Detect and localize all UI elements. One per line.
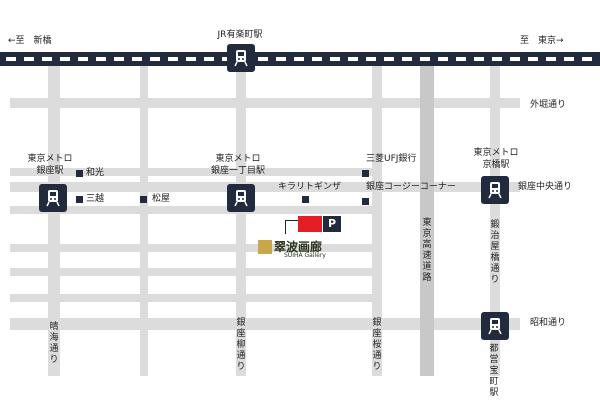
road-ginza-yanagi-label: 銀座柳通り xyxy=(236,318,246,372)
road-v2 xyxy=(140,66,148,376)
rail-dash xyxy=(564,57,574,61)
rail-dash xyxy=(366,57,376,61)
rail-dash xyxy=(78,57,88,61)
road-kajiyabashi-label: 鍛治屋橋通り xyxy=(490,220,500,285)
parking-leader-h xyxy=(285,220,299,221)
road-ginza-sakura-label: 銀座桜通り xyxy=(372,318,382,372)
rail-dash xyxy=(114,57,124,61)
rail-dash xyxy=(474,57,484,61)
rail-dash xyxy=(204,57,214,61)
gallery-logo xyxy=(258,240,272,254)
train-icon xyxy=(481,312,509,340)
rail-dash xyxy=(186,57,196,61)
landmark-mufg-marker xyxy=(362,170,369,177)
station-jr-yurakucho-label: JR有楽町駅 xyxy=(217,30,263,40)
rail-dash xyxy=(6,57,16,61)
rail-dash xyxy=(528,57,538,61)
road-upper-a xyxy=(10,168,375,176)
rail-dash xyxy=(456,57,466,61)
road-expressway-label: 東京高速道路 xyxy=(422,218,432,283)
road-sotobori xyxy=(10,98,520,108)
road-ginza-chuo-label: 銀座中央通り xyxy=(518,182,573,192)
road-d xyxy=(10,268,375,276)
road-ginza-sakura xyxy=(372,66,382,376)
rail-dash xyxy=(258,57,268,61)
rail-dash xyxy=(384,57,394,61)
road-e xyxy=(10,294,375,302)
station-kyobashi-label: 京橋駅 xyxy=(482,160,510,170)
parking-icon: P xyxy=(323,216,341,232)
parking-leader-v xyxy=(285,220,286,234)
station-takaracho-label: 都営宝町駅 xyxy=(489,344,499,398)
landmark-mufg: 三菱UFJ銀行 xyxy=(366,154,417,164)
rail-dash xyxy=(582,57,592,61)
rail-dash xyxy=(150,57,160,61)
road-c xyxy=(10,244,375,252)
landmark-kirarito-marker xyxy=(302,196,309,203)
station-ginza1-label: 銀座一丁目駅 xyxy=(210,166,265,176)
rail-dash xyxy=(294,57,304,61)
rail-dash xyxy=(402,57,412,61)
station-kyobashi-operator: 東京メトロ xyxy=(473,148,519,158)
rail-dash xyxy=(492,57,502,61)
rail-dash xyxy=(42,57,52,61)
train-icon xyxy=(481,176,509,204)
rail-dash xyxy=(60,57,70,61)
station-ginza1-operator: 東京メトロ xyxy=(215,154,261,164)
landmark-kirarito: キラリトギンザ xyxy=(278,182,342,192)
rail-line xyxy=(0,52,600,66)
gallery-subtitle: SUIHA Gallery xyxy=(284,252,326,259)
rail-dash xyxy=(330,57,340,61)
train-icon xyxy=(227,44,255,72)
landmark-corner-marker xyxy=(362,198,369,205)
road-showa-label: 昭和通り xyxy=(530,318,567,328)
direction-left: ←至 新橋 xyxy=(8,36,52,46)
landmark-wako: 和光 xyxy=(86,168,105,178)
rail-dash xyxy=(348,57,358,61)
road-kajiyabashi xyxy=(490,66,500,376)
rail-dash xyxy=(438,57,448,61)
train-icon xyxy=(39,184,67,212)
road-ginza-chuo xyxy=(10,182,520,192)
landmark-matsuya: 松屋 xyxy=(152,194,171,204)
rail-dash xyxy=(276,57,286,61)
rail-dash xyxy=(546,57,556,61)
rail-dash xyxy=(312,57,322,61)
rail-dash xyxy=(168,57,178,61)
landmark-mitsukoshi: 三越 xyxy=(86,194,105,204)
landmark-mitsukoshi-marker xyxy=(76,196,83,203)
train-icon xyxy=(227,184,255,212)
road-sotobori-label: 外堀通り xyxy=(530,100,567,110)
landmark-matsuya-marker xyxy=(140,196,147,203)
road-showa xyxy=(10,318,520,330)
rail-dash xyxy=(132,57,142,61)
rail-dash xyxy=(24,57,34,61)
landmark-wako-marker xyxy=(76,170,83,177)
rail-dash xyxy=(510,57,520,61)
road-ginza-yanagi xyxy=(236,66,246,376)
expressway xyxy=(420,66,434,376)
direction-right: 至 東京→ xyxy=(520,36,564,46)
gallery-location-marker xyxy=(298,216,322,232)
station-ginza-label: 銀座駅 xyxy=(36,166,64,176)
station-ginza-operator: 東京メトロ xyxy=(27,154,73,164)
road-harumi-label: 晴海通り xyxy=(49,322,59,365)
road-b xyxy=(10,206,375,214)
road-harumi xyxy=(48,66,60,376)
gallery-name: 翠波画廊 xyxy=(274,240,323,254)
landmark-mufg-corner: 銀座コージーコーナー xyxy=(366,182,456,192)
rail-dash xyxy=(420,57,430,61)
rail-dash xyxy=(96,57,106,61)
